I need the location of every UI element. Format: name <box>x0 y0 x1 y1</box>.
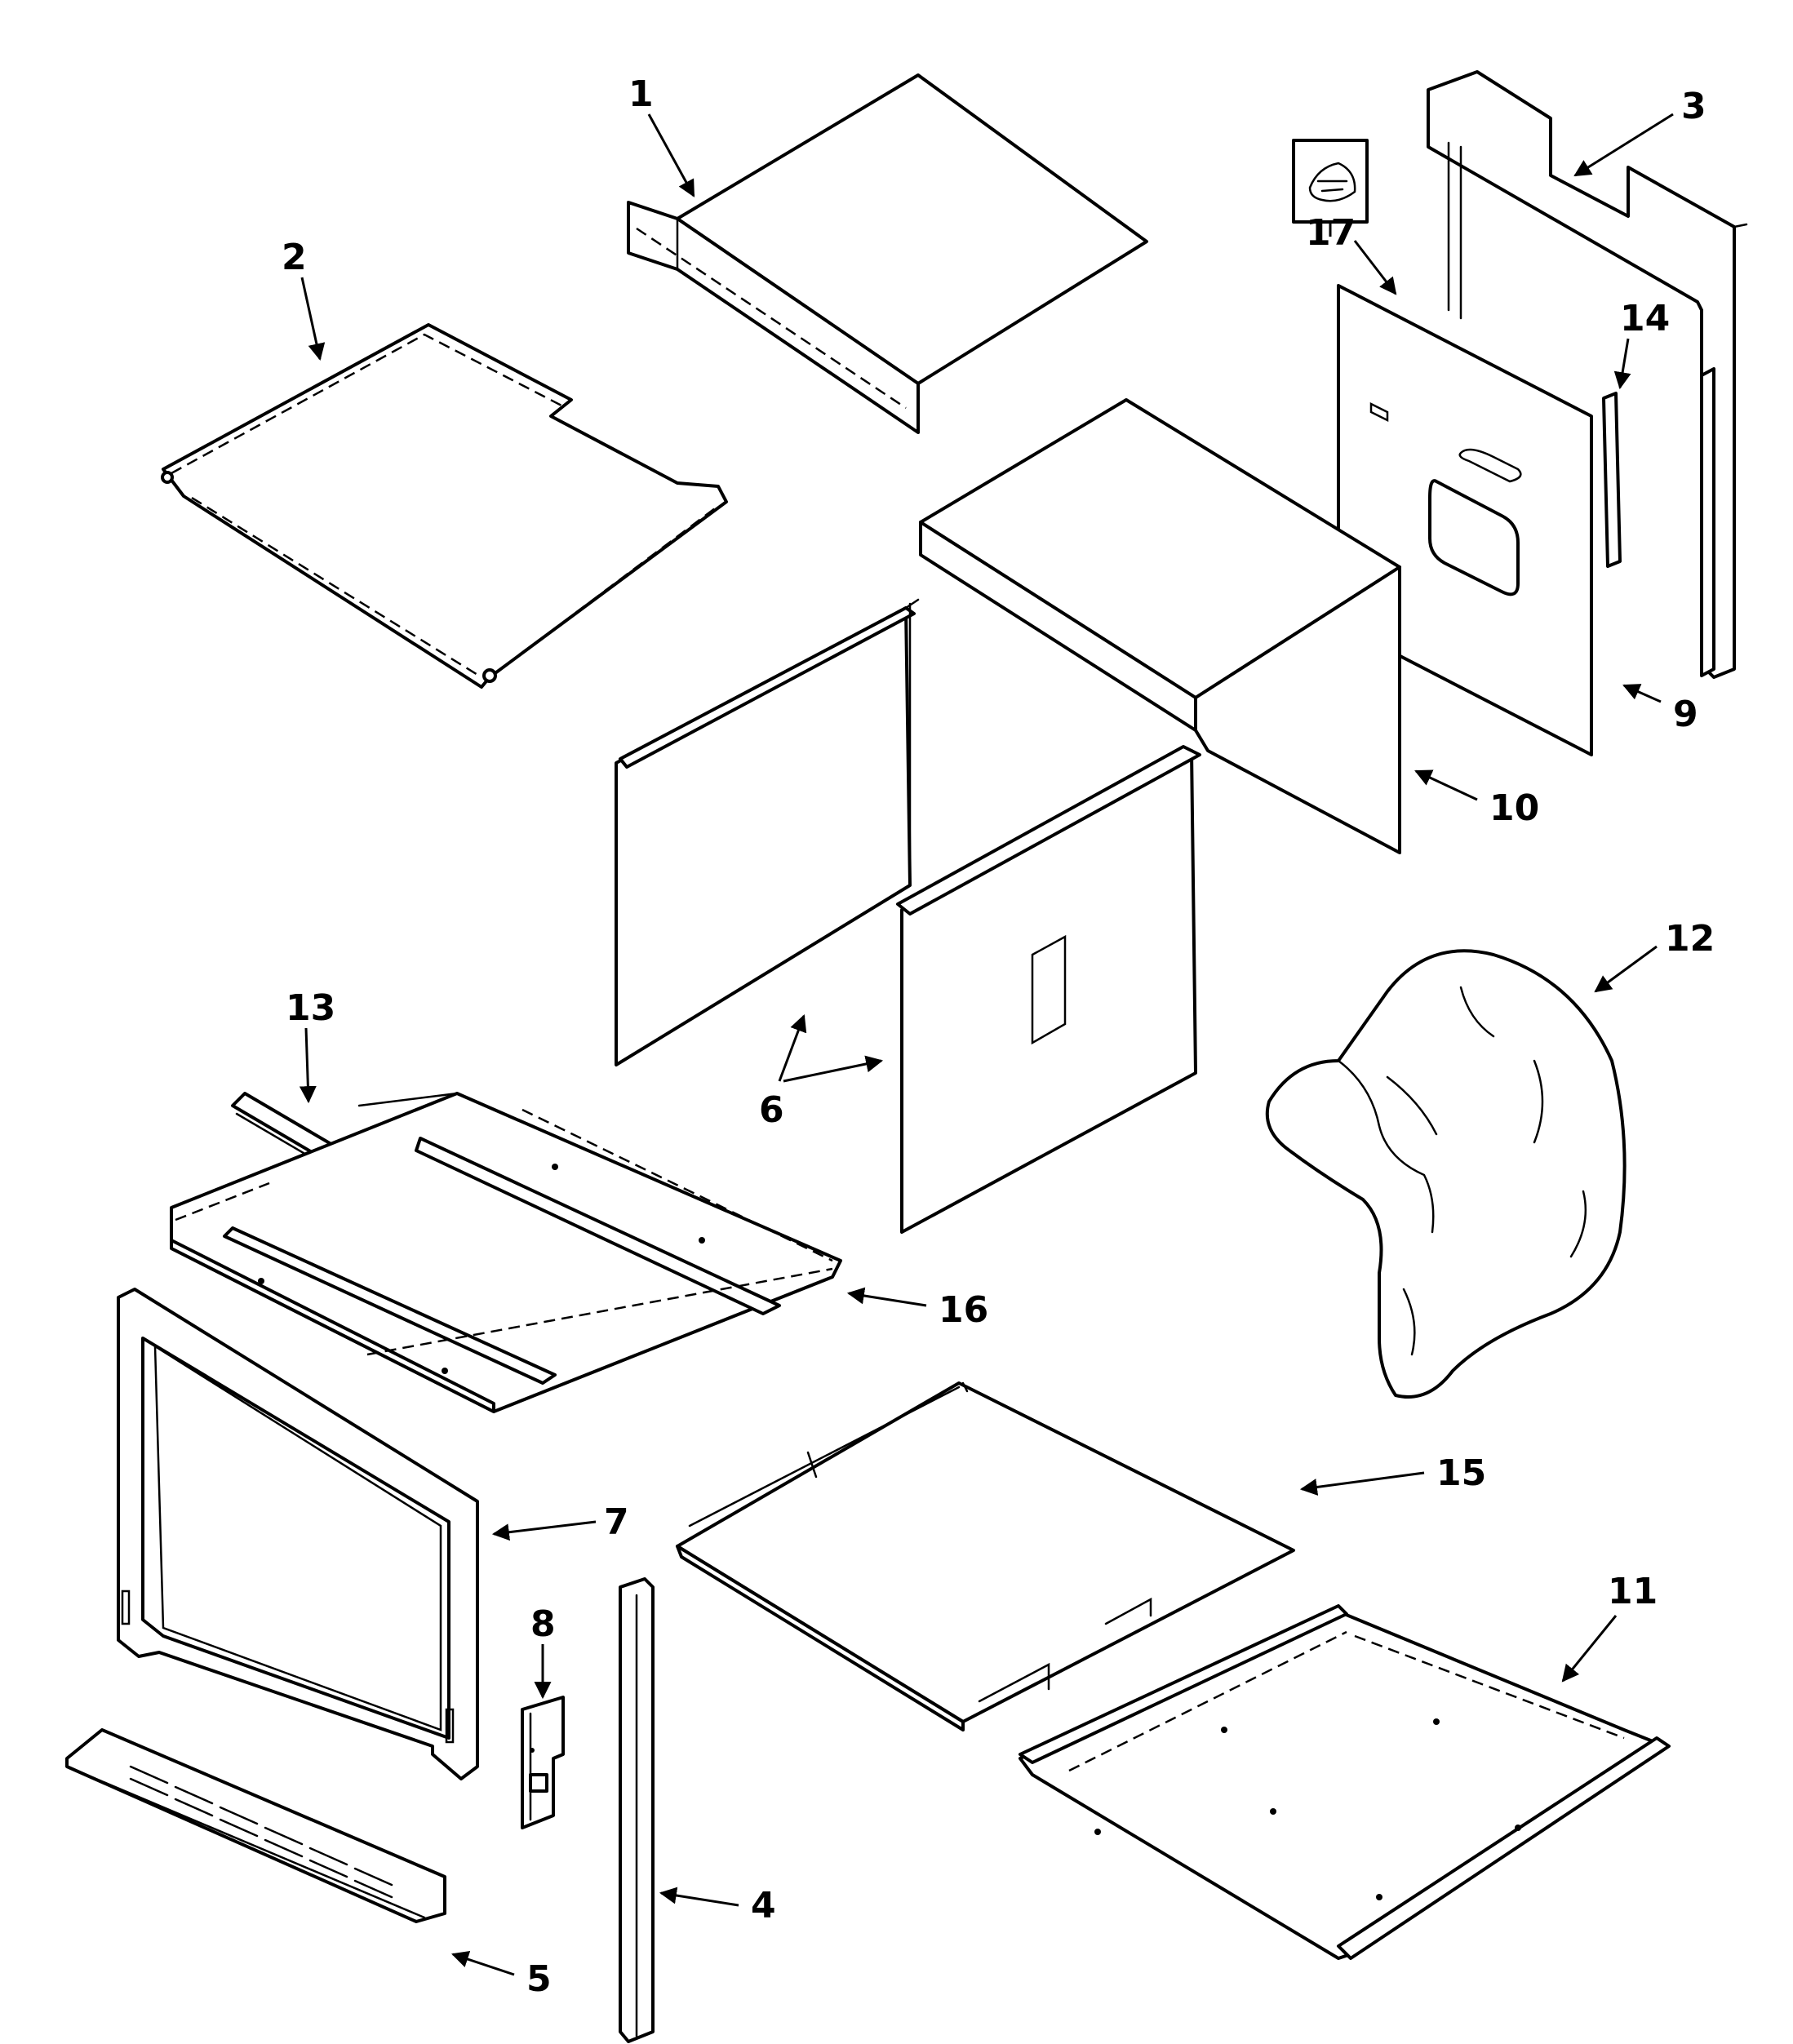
part-3-back-panel <box>1427 70 1748 679</box>
part-12-insulation-blanket <box>1265 949 1627 1399</box>
callout-10: 10 <box>1414 769 1539 829</box>
callout-7: 7 <box>491 1501 629 1543</box>
callout-11: 11 <box>1561 1571 1658 1683</box>
part-16-oven-floor <box>170 1092 842 1413</box>
callout-label-2: 2 <box>282 237 307 278</box>
callout-16: 16 <box>846 1287 988 1331</box>
callout-17: 17 <box>1306 212 1397 295</box>
callout-14: 14 <box>1613 298 1670 390</box>
callout-label-10: 10 <box>1489 787 1539 829</box>
callout-13: 13 <box>286 987 335 1104</box>
part-2-upper-panel <box>161 323 728 689</box>
callout-9: 9 <box>1622 684 1698 735</box>
callout-label-17: 17 <box>1306 212 1356 254</box>
callout-2: 2 <box>282 237 326 361</box>
part-5-kick-panel <box>65 1728 446 1923</box>
callout-label-13: 13 <box>286 987 335 1029</box>
part-8-bracket <box>521 1696 565 1829</box>
callout-15: 15 <box>1299 1452 1486 1496</box>
callout-3: 3 <box>1573 86 1706 177</box>
part-6-side-panel-right <box>896 745 1201 1234</box>
callout-label-12: 12 <box>1665 918 1715 960</box>
part-4-vertical-trim <box>619 1577 655 2043</box>
part-9-rear-insulation-panel <box>1337 284 1593 756</box>
part-6-side-panel-left <box>615 598 920 1066</box>
part-15-oven-bottom <box>676 1381 1295 1731</box>
callout-label-3: 3 <box>1681 86 1706 127</box>
part-1-top-panel <box>627 73 1148 434</box>
callout-label-11: 11 <box>1608 1571 1658 1612</box>
callout-label-5: 5 <box>526 1958 552 2000</box>
callout-8: 8 <box>530 1603 556 1700</box>
callout-1: 1 <box>628 73 695 197</box>
callout-label-1: 1 <box>628 73 654 115</box>
part-14-trim-strip <box>1602 392 1622 568</box>
callout-label-8: 8 <box>530 1603 556 1645</box>
part-11-bottom-pan <box>1019 1604 1671 1960</box>
callout-label-14: 14 <box>1620 298 1670 339</box>
part-17-label <box>1292 139 1369 224</box>
callout-label-4: 4 <box>751 1885 776 1927</box>
part-7-front-frame <box>117 1288 479 1780</box>
callout-label-6: 6 <box>759 1089 784 1131</box>
callout-4: 4 <box>659 1885 776 1927</box>
part-10-insulation-block <box>919 398 1401 854</box>
callout-label-16: 16 <box>939 1289 988 1331</box>
callout-6: 6 <box>759 1014 884 1131</box>
callout-label-15: 15 <box>1436 1452 1486 1494</box>
callout-label-7: 7 <box>604 1501 629 1543</box>
callout-5: 5 <box>451 1951 552 2000</box>
callout-label-9: 9 <box>1673 694 1698 735</box>
callout-12: 12 <box>1594 918 1715 993</box>
